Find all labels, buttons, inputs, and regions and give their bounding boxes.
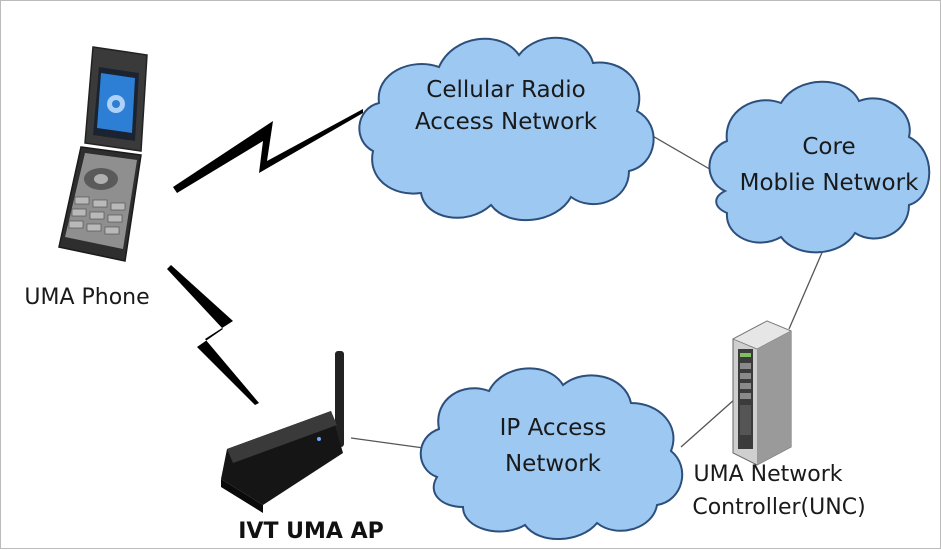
mobile-phone-icon (58, 46, 148, 262)
link-core-unc (788, 240, 828, 330)
core-mobile-label-line2: Moblie Network (740, 170, 919, 196)
server-icon (732, 320, 792, 466)
cellular-radio-access-network-cloud: Cellular Radio Access Network (358, 36, 655, 222)
core-mobile-label-line1: Core (802, 134, 855, 160)
ip-access-label-line2: Network (505, 451, 602, 477)
uma-phone-label: UMA Phone (24, 285, 149, 310)
wireless-link-icon (173, 109, 363, 193)
uma-ap-label: IVT UMA AP (238, 519, 383, 544)
router-icon (221, 351, 344, 513)
cellular-radio-label-line2: Access Network (415, 109, 598, 135)
link-ap-ip (350, 437, 432, 450)
unc-label-line1: UMA Network (694, 462, 843, 487)
ip-access-network-cloud: IP Access Network (419, 367, 684, 540)
wireless-link-icon (167, 265, 259, 405)
core-mobile-network-cloud: Core Moblie Network (708, 80, 931, 254)
unc-label-line2: Controller(UNC) (692, 495, 865, 520)
cellular-radio-label-line1: Cellular Radio (426, 77, 585, 103)
ip-access-label-line1: IP Access (500, 415, 607, 441)
link-ip-unc (680, 398, 736, 448)
